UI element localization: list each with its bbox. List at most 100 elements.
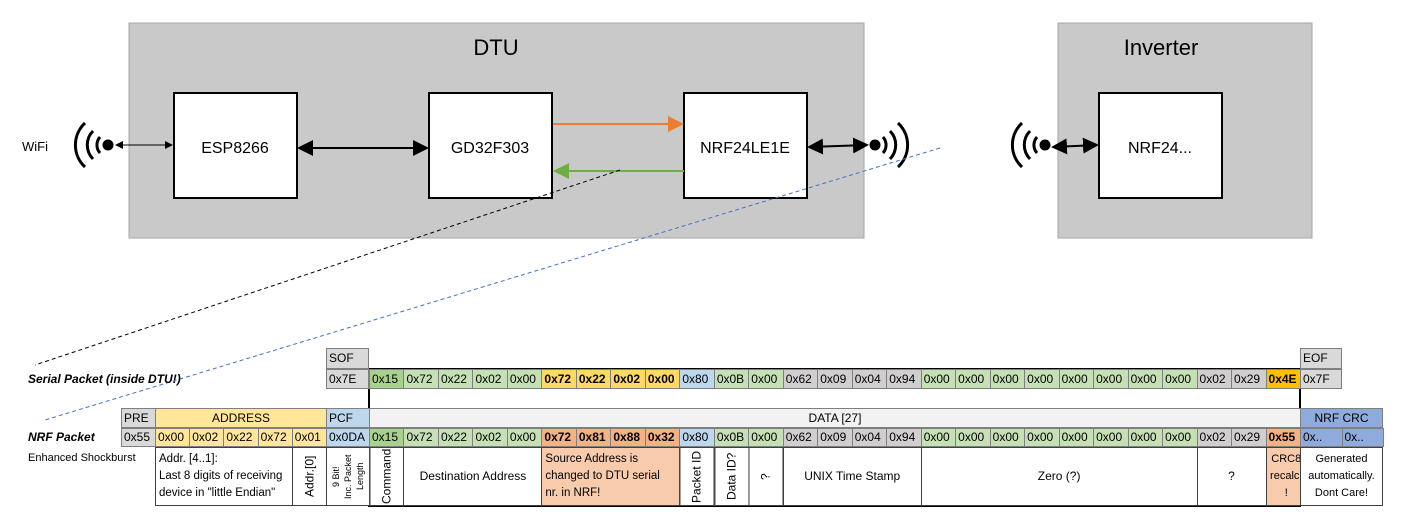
serial-byte: 0x29	[1231, 369, 1267, 389]
nrf24-inverter-label: NRF24...	[1128, 140, 1192, 157]
serial-byte: 0x00	[748, 369, 784, 389]
nrf-byte: 0x62	[782, 428, 819, 447]
nrf-byte: 0x00	[1093, 428, 1129, 447]
serial-packet-label: Serial Packet (inside DTU!)	[28, 372, 181, 386]
pcf-desc-line: 9 Bit!	[331, 466, 341, 487]
inverter-antenna-link	[1051, 137, 1099, 155]
crc8-desc-line: recalc.	[1270, 470, 1303, 482]
nrf-byte: 0x88	[610, 428, 646, 447]
address-byte: 0x72	[257, 428, 293, 447]
pcf-desc-line: Length	[355, 462, 365, 491]
dtu-antenna-icon	[869, 121, 910, 169]
pcf-value: 0x0DA	[326, 428, 370, 447]
nrf-byte: 0x32	[644, 428, 681, 447]
nrf-byte: 0x94	[886, 428, 922, 447]
pcf-desc-line: Inc. Packet	[343, 454, 353, 499]
unknown-desc-2: ?	[1196, 447, 1267, 506]
nrf-crc-desc-line: Dont Care!	[1314, 487, 1369, 499]
nrf-byte: 0x72	[403, 428, 439, 447]
inverter-antenna-icon	[1010, 121, 1051, 169]
nrf-crc-desc: Generated automatically. Dont Care!	[1300, 447, 1383, 506]
pcf-header: PCF	[326, 408, 370, 428]
data-id-desc: Data ID?	[713, 447, 750, 506]
nrf-byte: 0x02	[472, 428, 508, 447]
nrf-crc-byte: 0x..	[1341, 428, 1384, 447]
serial-byte: 0x22	[437, 369, 474, 389]
serial-byte: 0x72	[541, 369, 577, 389]
serial-byte: 0x09	[817, 369, 853, 389]
nrf-byte: 0x29	[1231, 428, 1267, 447]
nrf-byte: 0x22	[437, 428, 474, 447]
serial-byte: 0x02	[1196, 369, 1233, 389]
serial-byte: 0x00	[1058, 369, 1095, 389]
nrf-byte: 0x09	[817, 428, 853, 447]
destination-address-desc: Destination Address	[403, 447, 543, 506]
serial-byte: 0x00	[989, 369, 1026, 389]
unix-timestamp-desc: UNIX Time Stamp	[782, 447, 922, 506]
serial-byte: 0x00	[920, 369, 957, 389]
pre-value: 0x55	[121, 428, 156, 447]
nrf-byte: 0x00	[955, 428, 991, 447]
nrf-byte: 0x00	[1058, 428, 1095, 447]
serial-byte: 0x72	[403, 369, 439, 389]
serial-byte: 0x94	[886, 369, 922, 389]
source-address-desc: Source Address is changed to DTU serial nr…	[541, 447, 681, 506]
eof-header: EOF	[1300, 348, 1342, 369]
nrf-crc-desc-line: Generated	[1315, 453, 1368, 465]
nrf-crc-byte: 0x..	[1300, 428, 1343, 447]
serial-byte: 0x02	[472, 369, 508, 389]
serial-byte: 0x00	[644, 369, 681, 389]
nrf-byte: 0x00	[989, 428, 1026, 447]
dtu-title: DTU	[473, 35, 518, 60]
address-header: ADDRESS	[155, 408, 327, 428]
serial-byte: 0x00	[955, 369, 991, 389]
serial-byte: 0x62	[782, 369, 819, 389]
wifi-antenna-icon	[73, 121, 114, 169]
serial-byte: 0x00	[1093, 369, 1129, 389]
nrf-byte: 0x00	[1024, 428, 1060, 447]
esb-label: Enhanced Shockburst	[28, 452, 136, 464]
source-address-desc-line: changed to DTU serial	[545, 470, 660, 482]
nrf-crc-desc-line: automatically.	[1308, 470, 1375, 482]
sof-value: 0x7E	[326, 369, 369, 389]
serial-byte: 0x00	[506, 369, 543, 389]
source-address-desc-line: nr. in NRF!	[545, 487, 601, 499]
serial-byte: 0x0B	[713, 369, 750, 389]
nrf-byte: 0x04	[851, 428, 888, 447]
nrf-callout-line	[44, 147, 941, 421]
addr-4-1-desc-line: device in "little Endian"	[159, 487, 276, 499]
nrf24-inverter-block	[1098, 92, 1223, 199]
addr-4-1-desc-line: Last 8 digits of receiving	[159, 470, 283, 482]
nrf-byte: 0x00	[1162, 428, 1198, 447]
inverter-title: Inverter	[1124, 35, 1199, 60]
esp8266-label: ESP8266	[201, 140, 269, 157]
nrf-antenna-link	[807, 137, 869, 155]
serial-byte: 0x22	[575, 369, 612, 389]
nrf24le1e-label: NRF24LE1E	[700, 140, 790, 157]
source-address-desc-line: Source Address is	[545, 453, 639, 465]
address-byte: 0x01	[291, 428, 327, 447]
nrf-byte: 0x80	[679, 428, 715, 447]
addr-0-desc: Addr.[0]	[292, 447, 327, 506]
gd32f303-block	[428, 92, 553, 199]
serial-byte: 0x4E	[1265, 369, 1301, 389]
nrf-packet-label: NRF Packet	[28, 430, 95, 444]
wifi-label: WiFi	[22, 139, 48, 154]
data-header: DATA [27]	[369, 408, 1301, 428]
crc8-desc-line: CRC8	[1271, 453, 1302, 465]
pre-header: PRE	[121, 408, 156, 428]
serial-callout-line	[34, 169, 621, 366]
nrf-byte: 0x00	[748, 428, 784, 447]
address-byte: 0x22	[223, 428, 259, 447]
eof-value: 0x7F	[1300, 369, 1342, 389]
nrf-byte: 0x00	[506, 428, 543, 447]
zero-desc: Zero (?)	[920, 447, 1198, 506]
serial-byte: 0x00	[1024, 369, 1060, 389]
nrf-byte: 0x81	[575, 428, 612, 447]
nrf-byte: 0x02	[1196, 428, 1233, 447]
serial-byte: 0x02	[610, 369, 646, 389]
unknown-desc-1: ?	[748, 447, 784, 506]
